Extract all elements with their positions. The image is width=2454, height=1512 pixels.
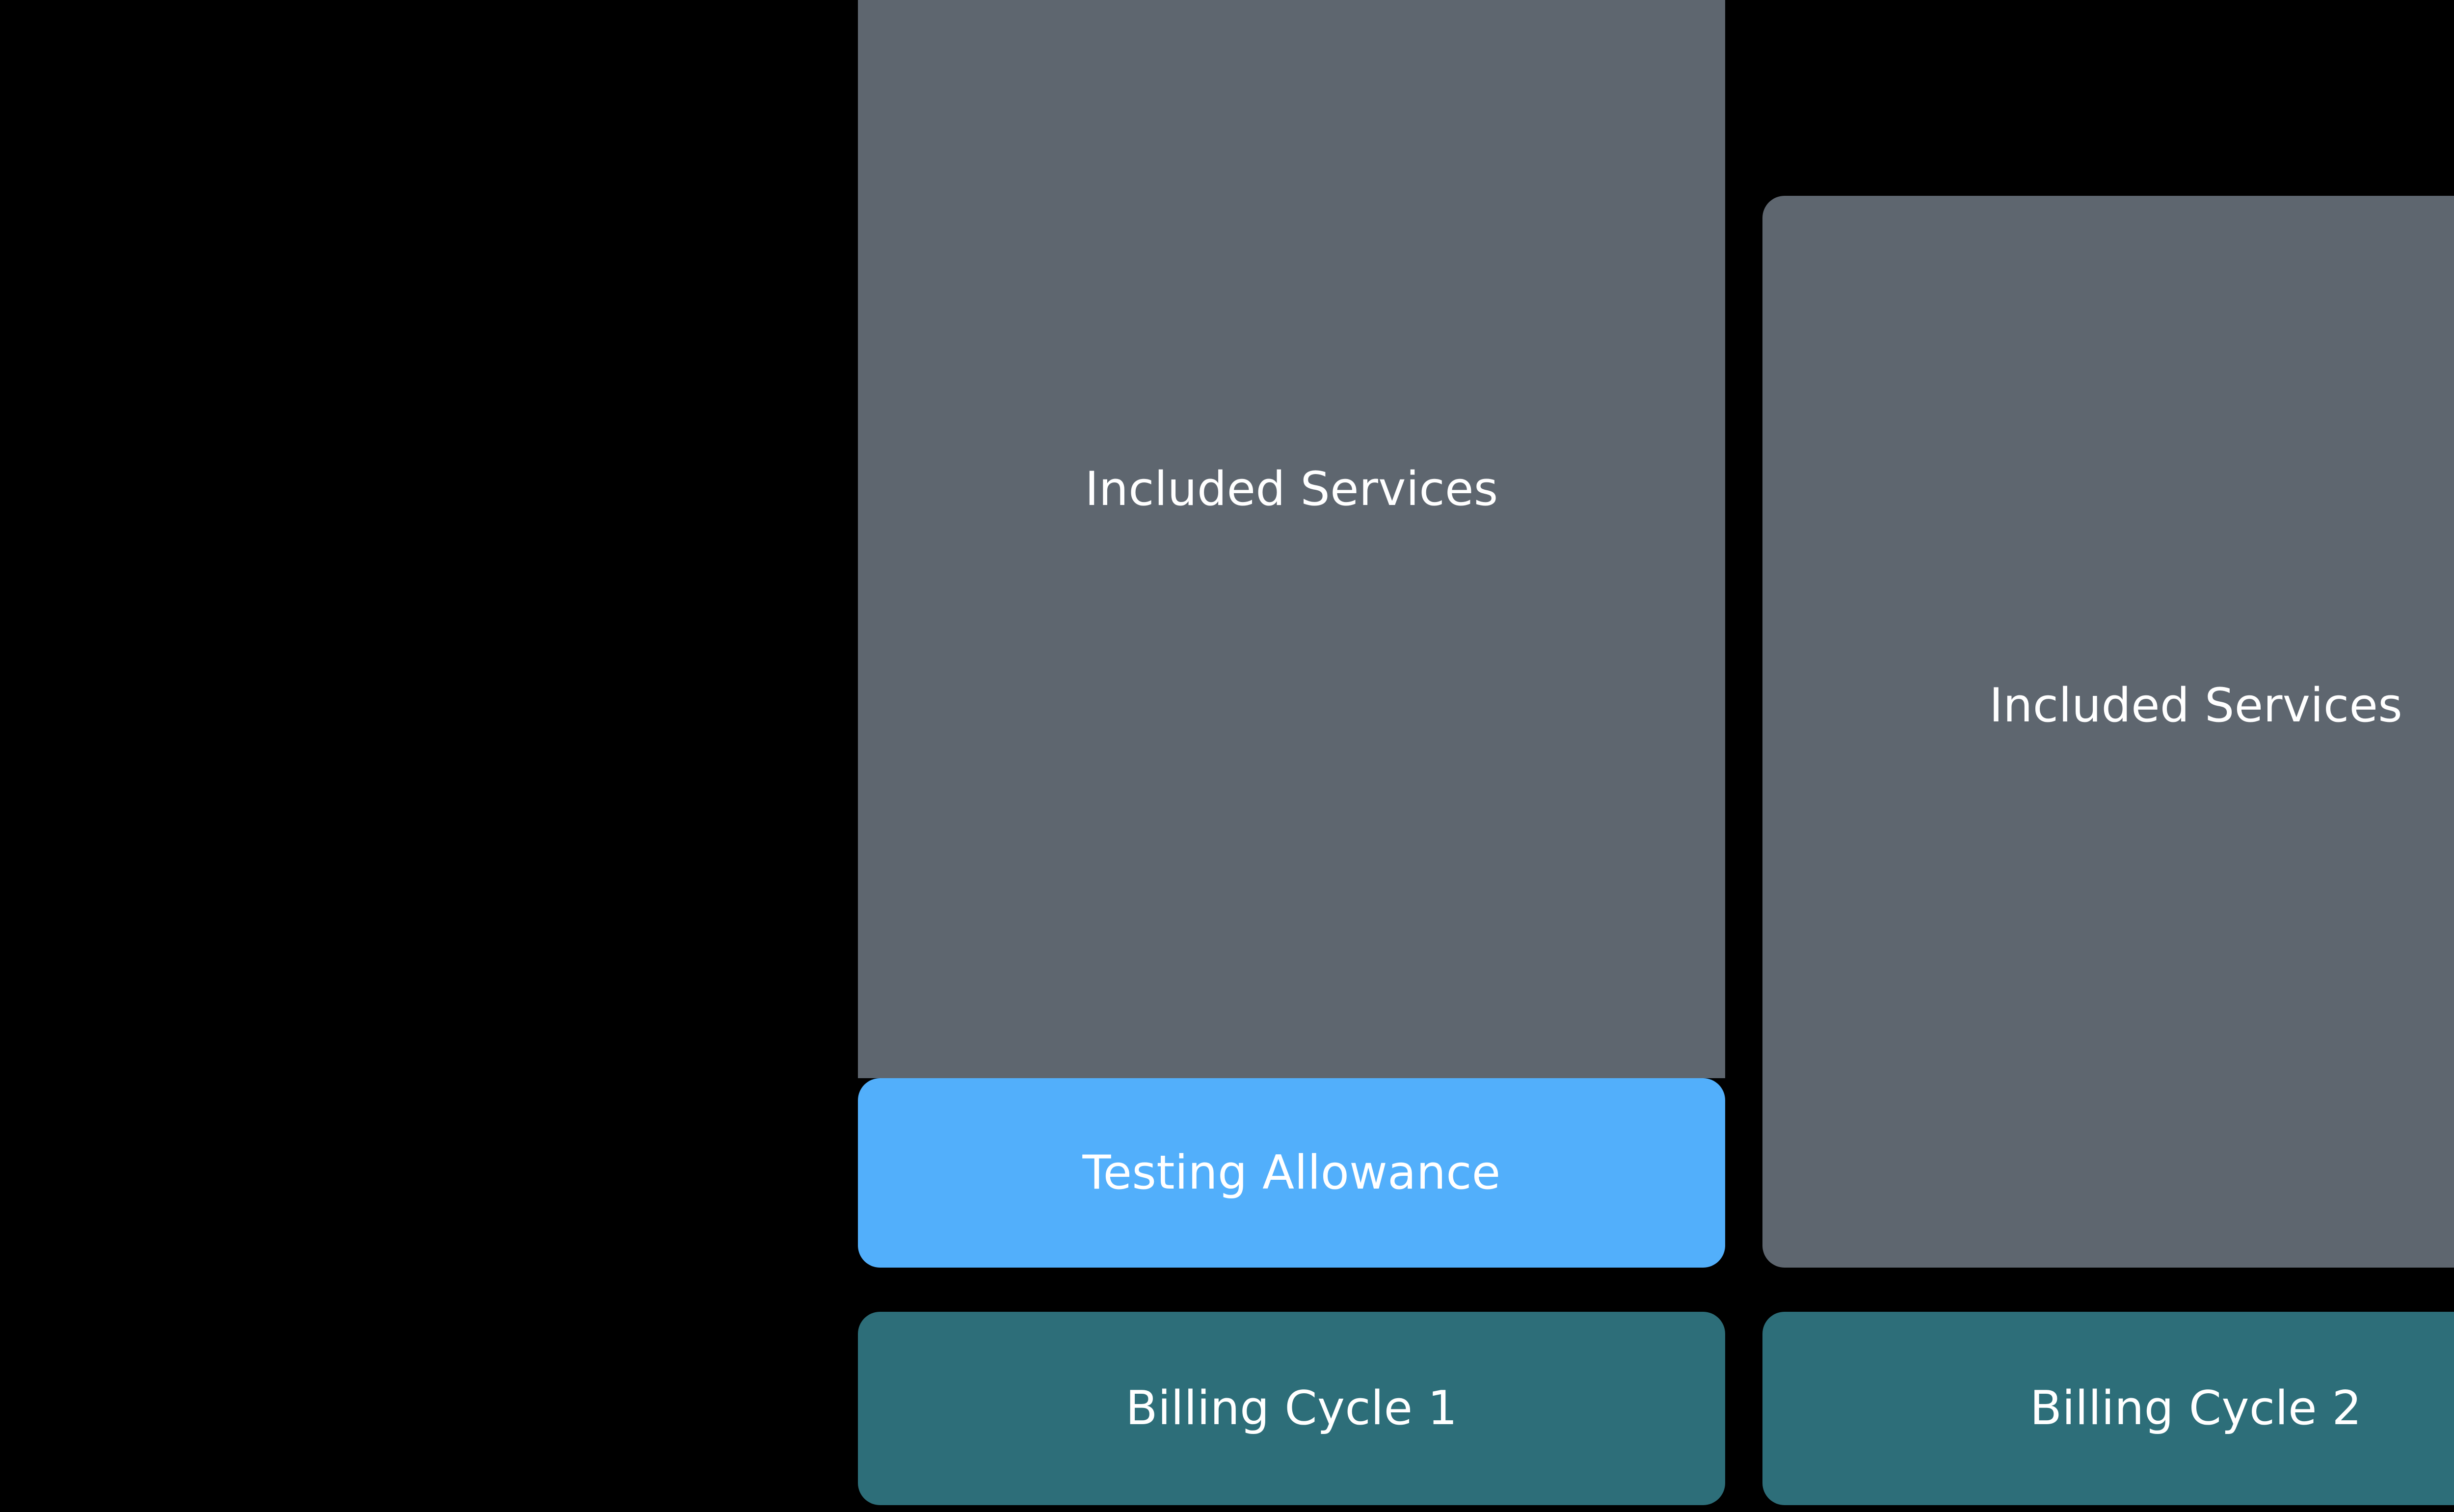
bar-segment-label: Included Services bbox=[1085, 462, 1498, 516]
bar-segment-label: Testing Allowance bbox=[1082, 1145, 1501, 1200]
bar-segment-included-services-2[interactable]: Included Services bbox=[1762, 196, 2454, 1268]
axis-tile-label: Billing Cycle 2 bbox=[2029, 1381, 2362, 1435]
bar-column-billing-cycle-1: Included Services Testing Allowance Bill… bbox=[858, 0, 1725, 1512]
bar-column-billing-cycle-2: Included Services Billing Cycle 2 bbox=[1762, 0, 2454, 1512]
bar-segment-testing-allowance-1[interactable]: Testing Allowance bbox=[858, 1078, 1725, 1268]
bar-segment-included-services-1[interactable]: Included Services bbox=[858, 0, 1725, 1078]
axis-tile-billing-cycle-2[interactable]: Billing Cycle 2 bbox=[1762, 1312, 2454, 1505]
axis-tile-label: Billing Cycle 1 bbox=[1125, 1381, 1458, 1435]
axis-tile-billing-cycle-1[interactable]: Billing Cycle 1 bbox=[858, 1312, 1725, 1505]
bar-segment-label: Included Services bbox=[1989, 679, 2402, 733]
